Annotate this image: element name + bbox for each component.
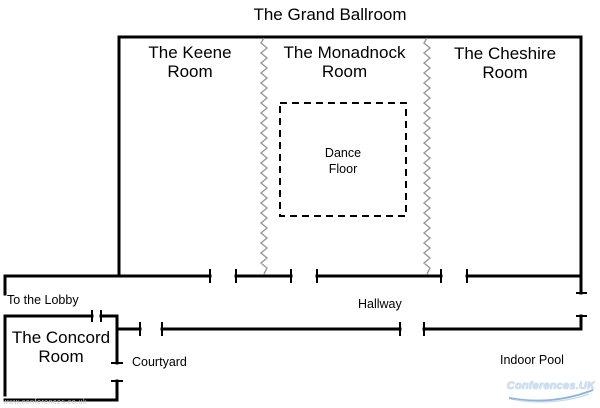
logo-swoosh-icon (508, 389, 594, 403)
dance-floor-outline (279, 102, 407, 217)
hallway-label: Hallway (358, 297, 402, 311)
indoor-pool-label: Indoor Pool (500, 353, 564, 367)
partition-monadnock-cheshire (422, 37, 432, 275)
to-lobby-label: To the Lobby (7, 293, 79, 307)
courtyard-label: Courtyard (132, 355, 187, 369)
concord-room-wall (3, 314, 94, 397)
lobby-corridor-wall (3, 274, 121, 296)
dance-floor-label: Dance Floor (324, 146, 362, 177)
logo-text: Conferences.UK (506, 380, 596, 392)
room-label-keene: The Keene Room (148, 43, 232, 82)
ballroom-title: The Grand Ballroom (253, 5, 407, 24)
watermark: www.conferences.co.uk (3, 399, 88, 406)
conferences-uk-logo: Conferences.UK (505, 376, 597, 404)
ballroom-outer-wall (117, 35, 583, 278)
room-label-monadnock: The Monadnock Room (283, 43, 406, 82)
room-label-concord: The Concord Room (11, 328, 111, 367)
partition-keene-monadnock (259, 37, 269, 275)
room-label-cheshire: The Cheshire Room (453, 44, 557, 83)
